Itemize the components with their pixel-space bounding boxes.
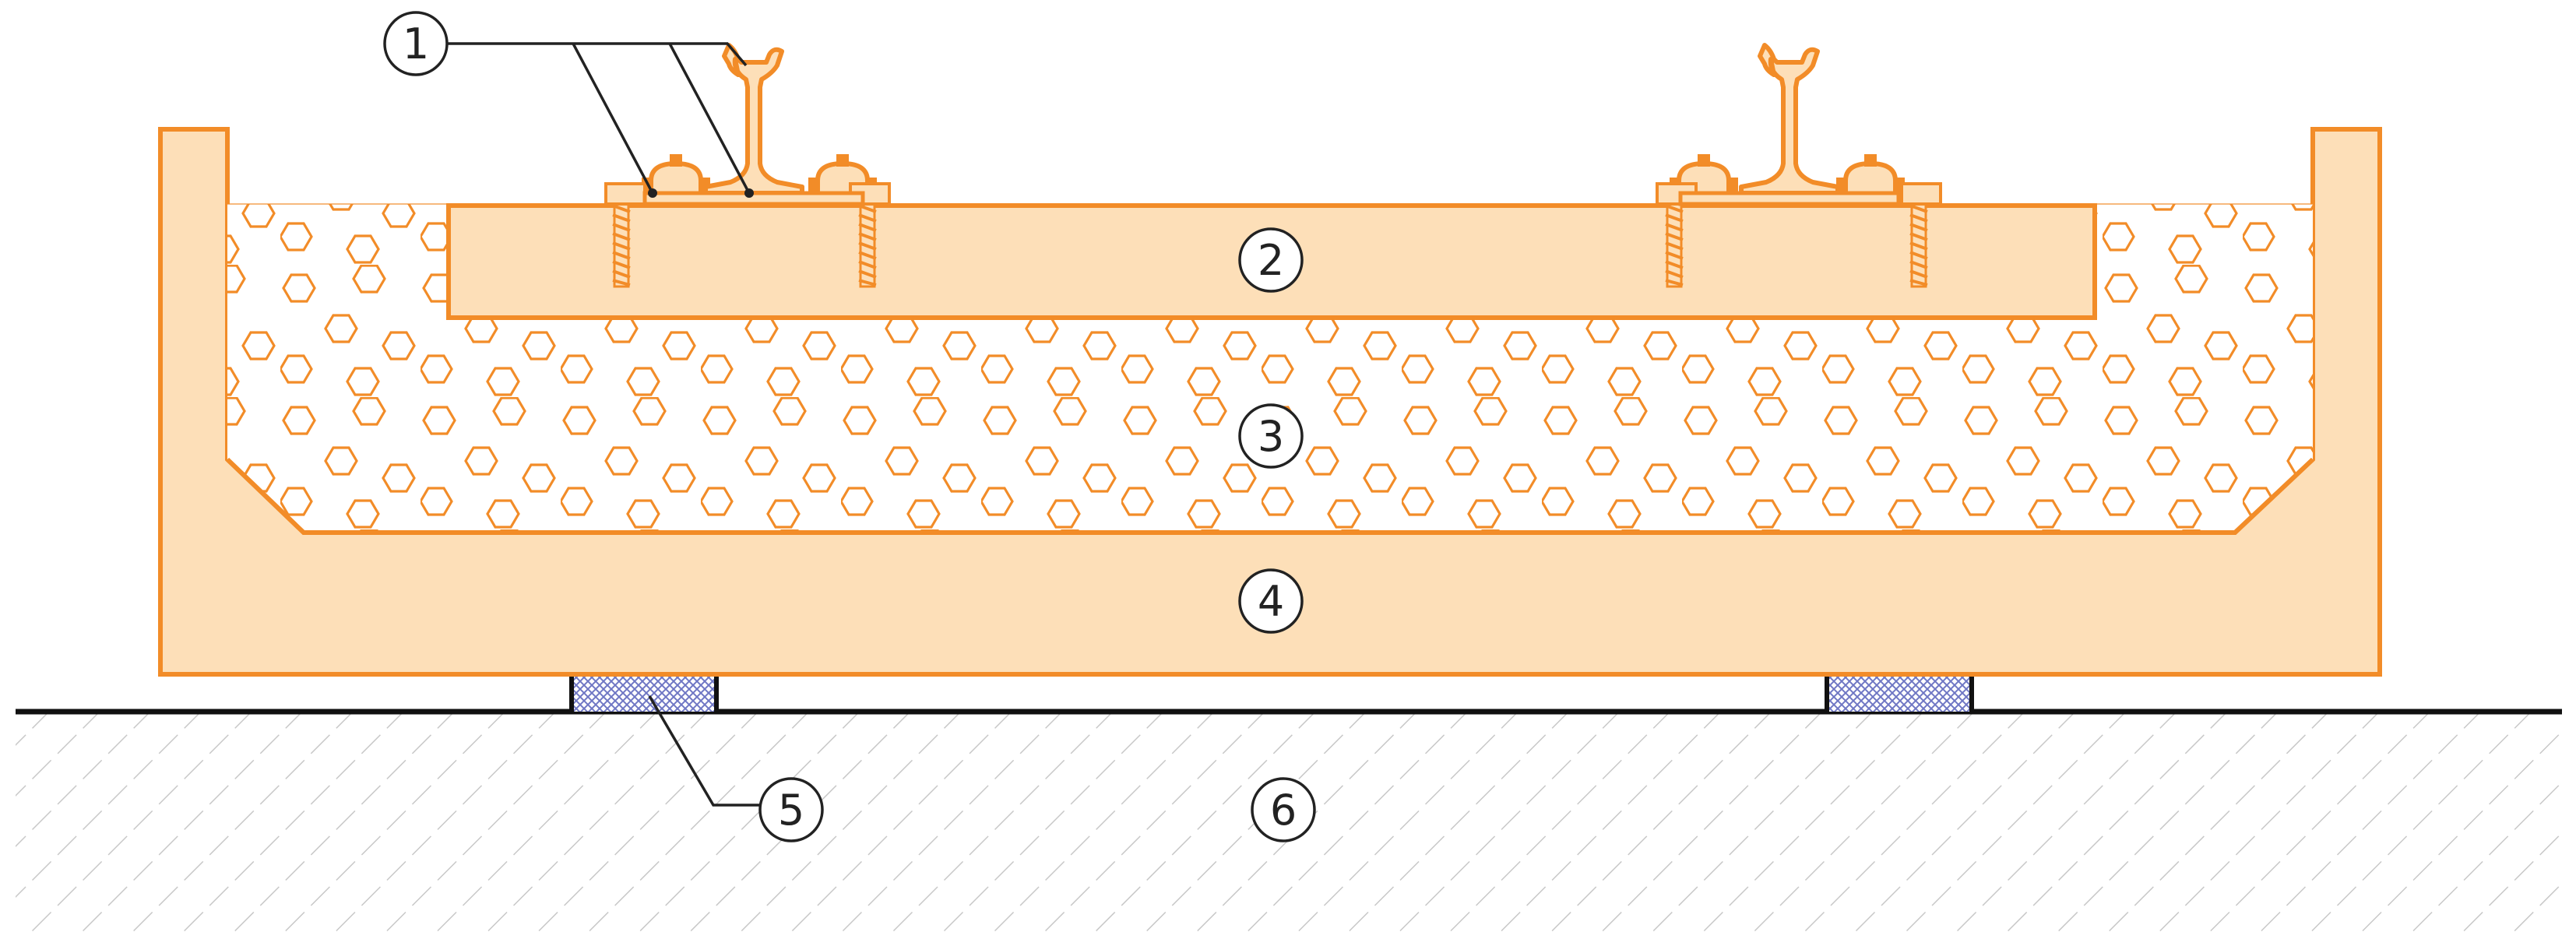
- callout-1: 1: [383, 11, 449, 76]
- callout-2: 2: [1238, 227, 1304, 293]
- svg-text:1: 1: [403, 19, 429, 69]
- leader-lines: [447, 42, 760, 807]
- bearing-pad-left: [569, 673, 719, 712]
- svg-text:5: 5: [778, 786, 804, 835]
- svg-text:3: 3: [1258, 412, 1284, 461]
- callout-6: 6: [1251, 777, 1316, 842]
- svg-text:6: 6: [1270, 786, 1297, 835]
- svg-text:4: 4: [1258, 577, 1284, 626]
- rail-fastening-right: [1656, 45, 1942, 288]
- svg-text:2: 2: [1258, 236, 1284, 285]
- callout-4: 4: [1238, 568, 1304, 634]
- rail-fastening-left: [604, 45, 891, 288]
- callout-5: 5: [758, 777, 824, 842]
- bearing-pad-right: [1825, 673, 1974, 712]
- callout-3: 3: [1238, 403, 1304, 469]
